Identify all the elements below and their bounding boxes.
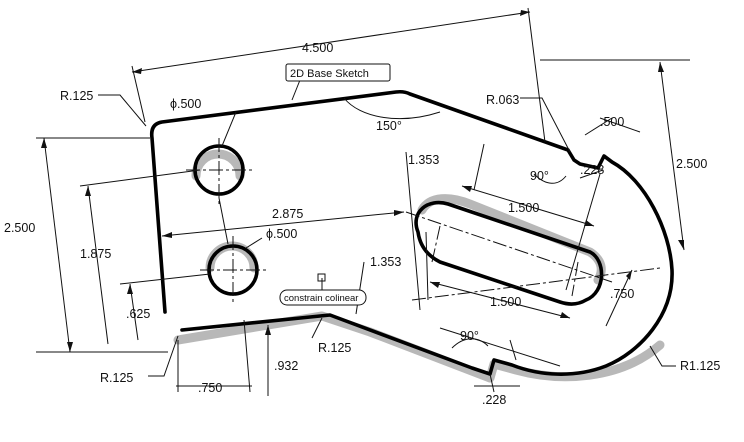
svg-text:constrain colinear: constrain colinear [284,293,358,304]
note-colinear: constrain colinear [279,289,367,306]
dim-hole-height-lower: .625 [126,307,150,321]
dim-notch-depth: .228 [580,163,604,177]
dim-r-bottom-mid: R.125 [318,341,351,355]
svg-text:2D Base Sketch: 2D Base Sketch [290,68,369,80]
edge-shading [173,149,665,383]
dim-bottom-notch-depth: .228 [482,393,506,407]
dim-slot-length-bottom: 1.500 [490,295,521,309]
dim-hole-dia-bottom: ϕ.500 [266,227,297,241]
dimension-labels: 4.500 R.125 ϕ.500 150° R.063 .500 .228 9… [4,41,720,407]
outer-profile [149,89,674,376]
dim-height-right: 2.500 [676,157,707,171]
dim-angle-top: 150° [376,119,402,133]
center-lines [186,138,661,302]
dim-hole-dia-top: ϕ.500 [170,97,201,111]
dim-notch-width: .500 [600,115,624,129]
dim-hole-spacing: 2.875 [272,207,303,221]
dim-slot-offset-lower: 1.353 [370,255,401,269]
dim-notch-angle: 90° [530,169,549,183]
dim-r-large: R1.125 [680,359,720,373]
dim-bottom-step: .932 [274,359,298,373]
dim-slot-offset-top: 1.353 [408,153,439,167]
dim-height-left: 2.500 [4,221,35,235]
dimension-lines [36,7,690,396]
dim-overall-length: 4.500 [302,41,333,55]
dim-bottom-notch-angle: 90° [460,329,479,343]
dim-r-bottom-left: R.125 [100,371,133,385]
dim-hole-height-upper: 1.875 [80,247,111,261]
dim-slot-length-top: 1.500 [508,201,539,215]
note-base-sketch: 2D Base Sketch [285,63,391,82]
dim-r-top-left: R.125 [60,89,93,103]
dim-bottom-offset: .750 [198,381,222,395]
dim-slot-width: .750 [610,287,634,301]
dim-r-notch: R.063 [486,93,519,107]
